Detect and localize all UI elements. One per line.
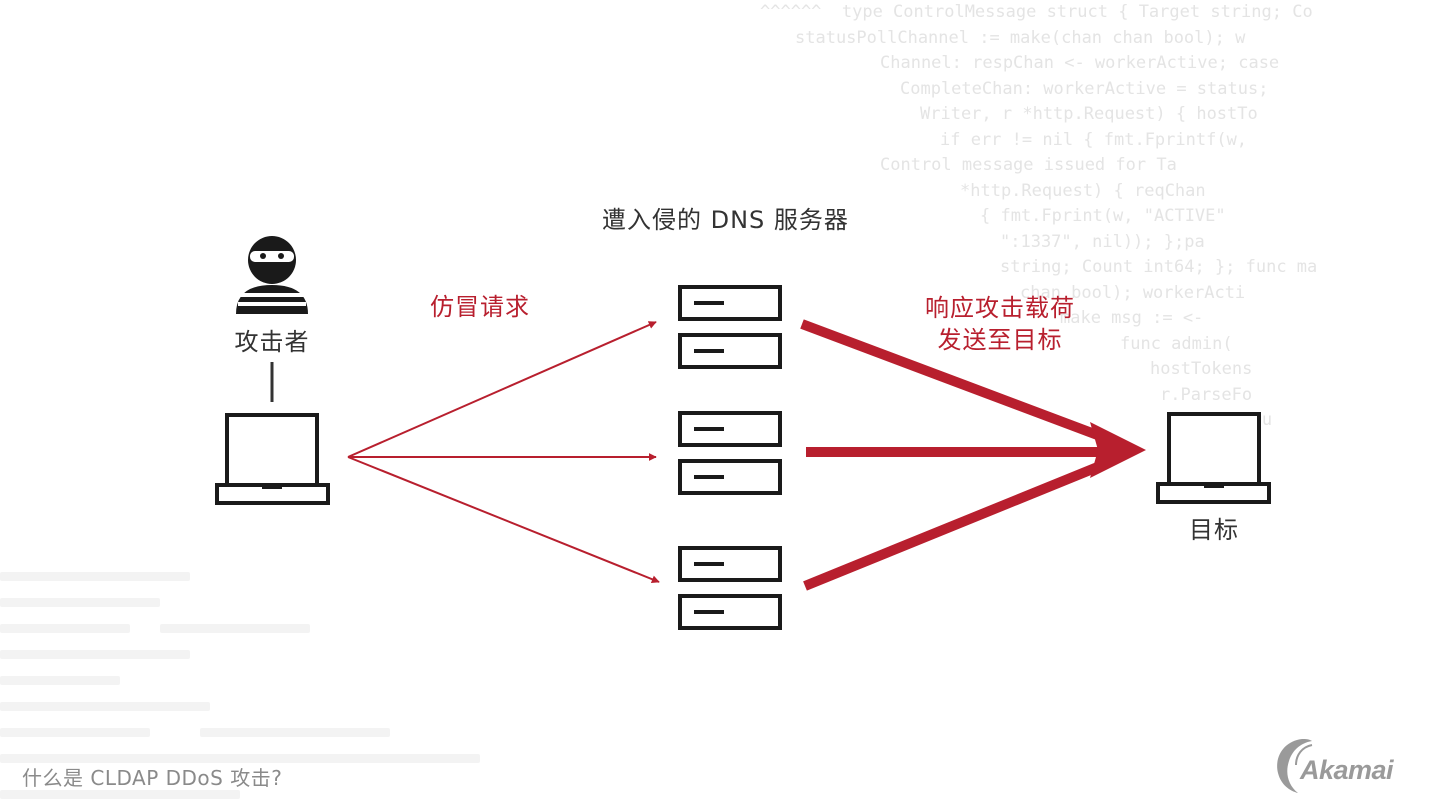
- dns-server-bottom-icon: [678, 546, 782, 630]
- target-laptop-icon: [1156, 412, 1271, 504]
- burglar-icon: [236, 236, 308, 314]
- dns-server-top-icon: [678, 285, 782, 369]
- request-arrow-bottom: [347, 456, 660, 584]
- akamai-wordmark: Akamai: [1300, 755, 1394, 785]
- spoofed-request-label: 仿冒请求: [430, 293, 530, 321]
- dns-servers-label: 遭入侵的 DNS 服务器: [602, 206, 849, 234]
- attacker-label: 攻击者: [234, 328, 310, 356]
- payload-label-line2: 发送至目标: [937, 326, 1063, 354]
- payload-label-line1: 响应攻击载荷: [925, 294, 1075, 322]
- response-arrow-top: [800, 319, 1102, 441]
- target-label: 目标: [1189, 516, 1239, 544]
- amplified-response-arrows: [800, 319, 1146, 591]
- response-arrow-bottom: [803, 461, 1102, 591]
- akamai-logo: Akamai: [1272, 733, 1422, 795]
- attacker-laptop-icon: [215, 413, 330, 505]
- response-arrowhead: [1090, 422, 1146, 478]
- video-caption: 什么是 CLDAP DDoS 攻击?: [22, 766, 283, 790]
- spoofed-request-arrows: [347, 321, 660, 584]
- request-arrow-top: [347, 321, 657, 458]
- akamai-swoosh-icon: [1277, 739, 1313, 793]
- dns-server-middle-icon: [678, 411, 782, 495]
